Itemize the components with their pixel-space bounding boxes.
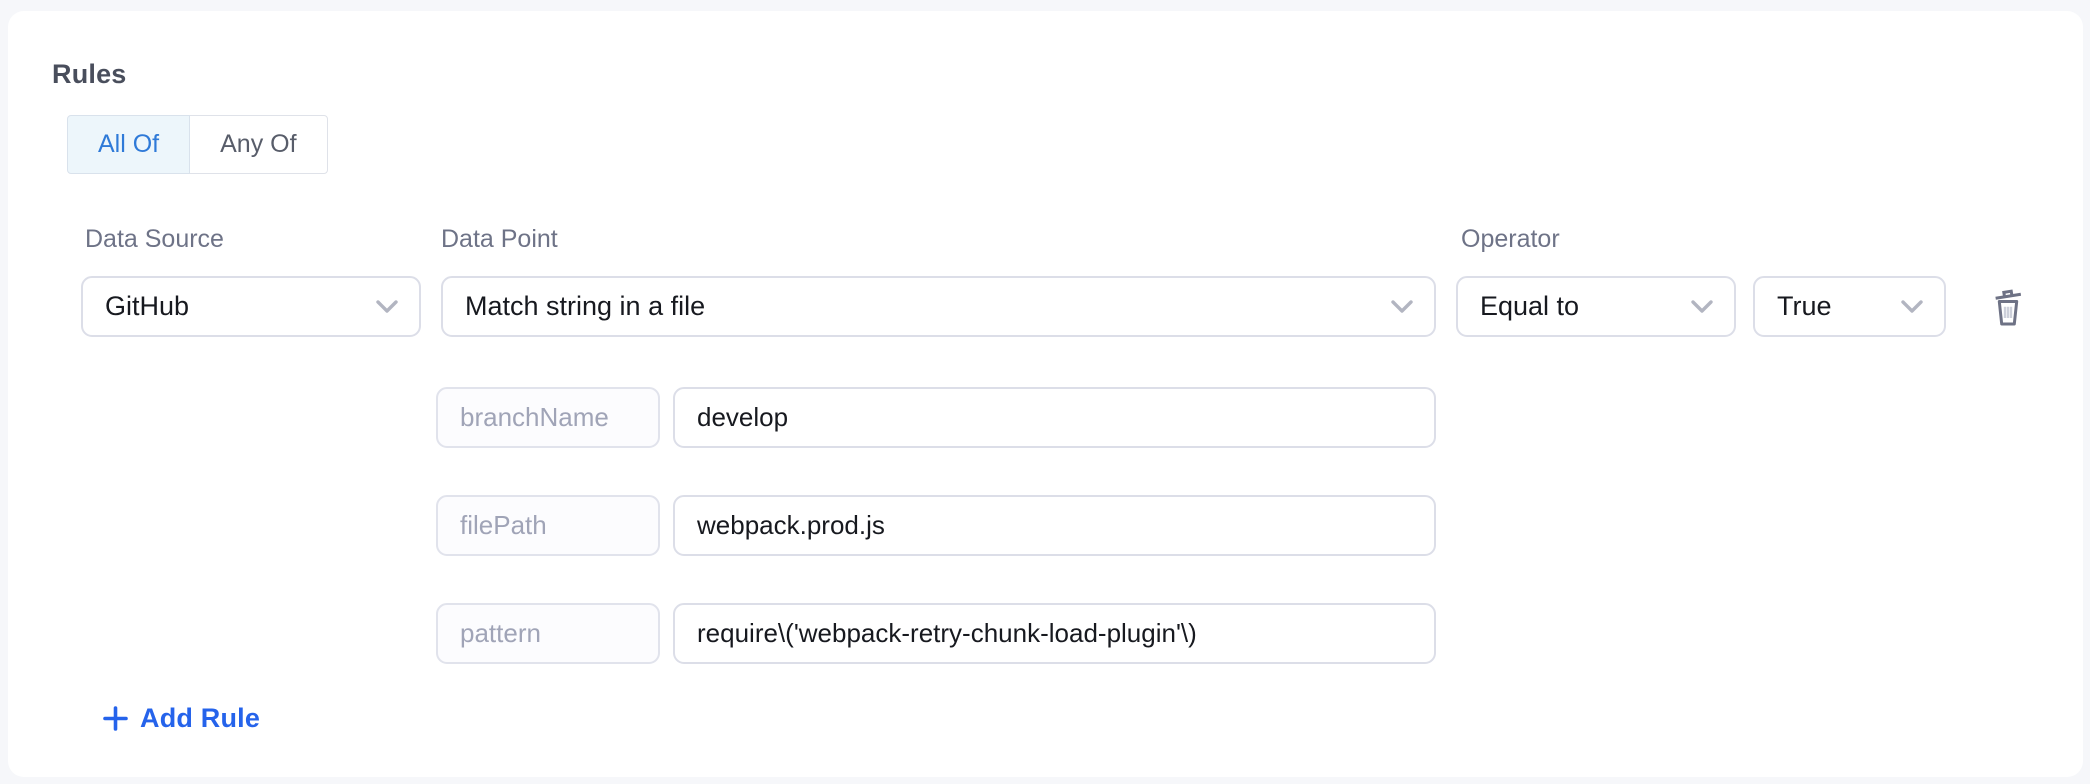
operator-target-value: True [1777,291,1832,321]
all-of-button[interactable]: All Of [67,115,191,174]
trash-icon [1990,284,2026,331]
param-value-filepath-input[interactable] [673,495,1436,556]
operator-value: Equal to [1480,291,1580,321]
rules-card: Rules All Of Any Of Data Source Data Poi… [8,11,2083,777]
plus-icon [102,705,129,732]
rules-heading: Rules [52,59,127,89]
param-key-filepath: filePath [436,495,660,556]
operator-select[interactable]: Equal to [1456,276,1736,337]
delete-rule-button[interactable] [1988,283,2028,331]
any-of-button[interactable]: Any Of [189,115,328,174]
param-key-pattern: pattern [436,603,660,664]
chevron-down-icon [375,299,399,315]
match-mode-toggle: All Of Any Of [67,115,328,174]
param-value-branchname-input[interactable] [673,387,1436,448]
data-source-label: Data Source [85,225,224,253]
data-point-value: Match string in a file [465,291,706,321]
add-rule-button[interactable]: Add Rule [102,703,260,734]
data-source-value: GitHub [105,291,190,321]
chevron-down-icon [1390,299,1414,315]
operator-target-select[interactable]: True [1753,276,1946,337]
data-point-select[interactable]: Match string in a file [441,276,1436,337]
param-value-pattern-input[interactable] [673,603,1436,664]
chevron-down-icon [1690,299,1714,315]
data-point-label: Data Point [441,225,558,253]
add-rule-label: Add Rule [140,703,261,733]
param-key-branchname: branchName [436,387,660,448]
operator-label: Operator [1461,225,1560,253]
data-source-select[interactable]: GitHub [81,276,421,337]
chevron-down-icon [1900,299,1924,315]
